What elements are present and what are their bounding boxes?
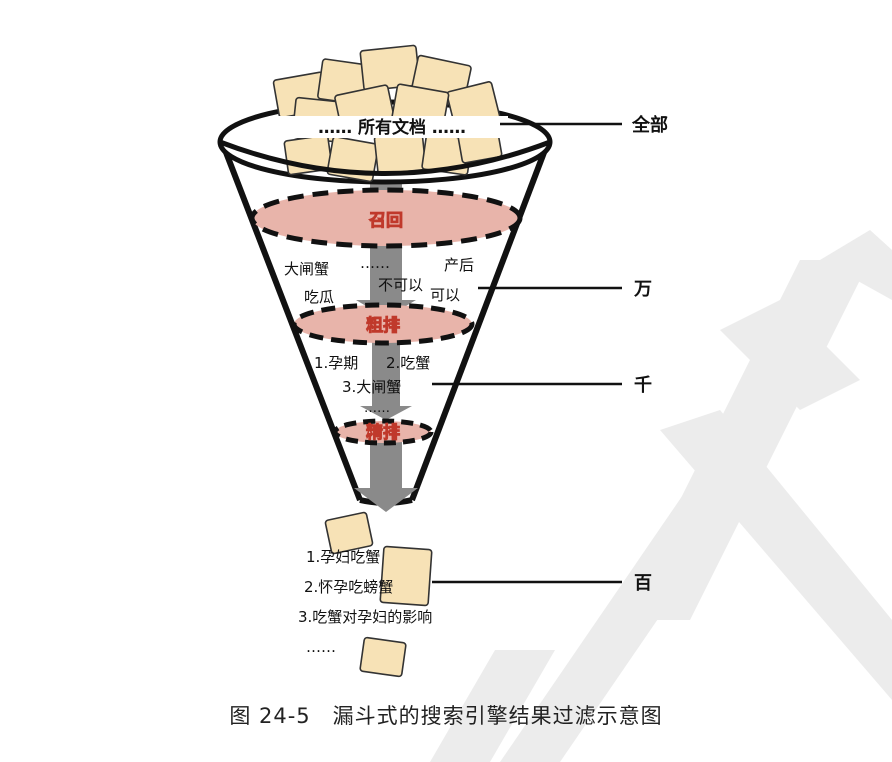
level-pointers (432, 122, 622, 584)
level-labels: 全部 万 千 百 (631, 114, 668, 594)
stage-coarse-label: 粗排 (366, 315, 400, 336)
document-pile (272, 44, 503, 183)
recall-term: 大闸蟹 (284, 260, 329, 278)
recall-term: 吃瓜 (304, 288, 334, 306)
result-item: 2.怀孕吃螃蟹 (304, 578, 393, 596)
result-item: 1.孕妇吃蟹 (306, 548, 380, 566)
result-item: …… (306, 638, 336, 656)
recall-term: …… (360, 254, 390, 272)
coarse-term: …… (364, 401, 390, 416)
figure-caption: 图 24-5 漏斗式的搜索引擎结果过滤示意图 (229, 704, 663, 728)
recall-term: 可以 (430, 286, 460, 304)
stage-recall: 召回 (249, 187, 523, 249)
recall-terms: 大闸蟹 …… 产后 不可以 吃瓜 可以 (284, 254, 474, 306)
level-label-all: 全部 (631, 114, 668, 136)
stage-fine: 精排 (332, 418, 434, 446)
top-label: …… 所有文档 …… (318, 117, 466, 138)
recall-term: 不可以 (378, 276, 423, 294)
coarse-term: 3.大闸蟹 (342, 378, 401, 396)
level-label-bai: 百 (634, 573, 652, 594)
recall-term: 产后 (444, 256, 474, 274)
stage-fine-label: 精排 (366, 422, 400, 443)
result-item: 3.吃蟹对孕妇的影响 (298, 608, 432, 626)
result-list: 1.孕妇吃蟹 2.怀孕吃螃蟹 3.吃蟹对孕妇的影响 …… (298, 548, 432, 656)
coarse-term: 1.孕期 (314, 354, 358, 372)
funnel-top-front (219, 139, 551, 176)
level-label-qian: 千 (634, 375, 652, 396)
top-label-bg (276, 116, 508, 138)
flow-arrows (354, 180, 418, 512)
stage-recall-label: 召回 (369, 211, 403, 231)
result-docs (324, 511, 433, 678)
watermark (430, 230, 892, 762)
stage-coarse: 粗排 (291, 302, 475, 346)
coarse-term: 2.吃蟹 (386, 354, 430, 372)
coarse-terms: 1.孕期 2.吃蟹 3.大闸蟹 …… (314, 354, 430, 416)
level-label-wan: 万 (633, 279, 652, 300)
